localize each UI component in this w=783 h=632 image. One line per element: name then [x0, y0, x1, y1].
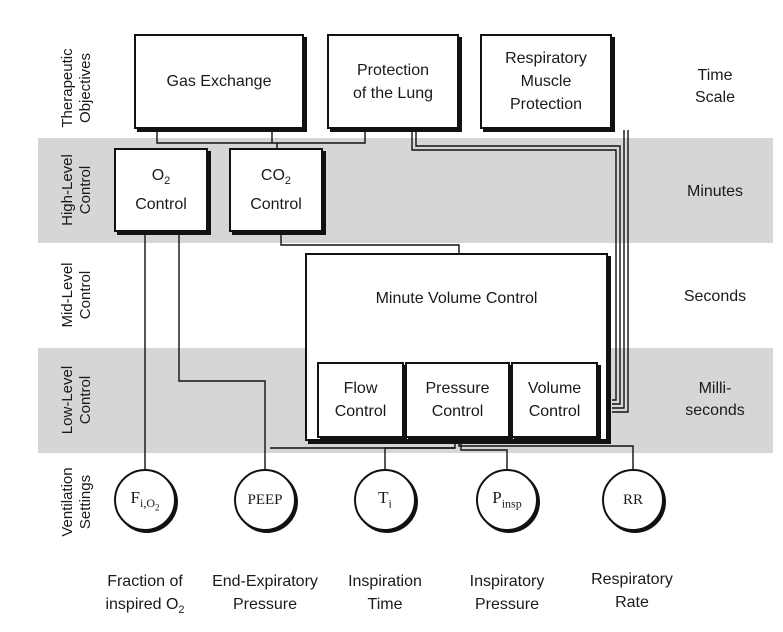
- fio2-symbol: Fi,O2: [131, 488, 160, 513]
- symbol-sub: insp: [501, 496, 522, 511]
- box-label: Minute Volume Control: [375, 290, 538, 307]
- time-scale-line: seconds: [685, 402, 745, 419]
- peep-caption: End-Expiratory Pressure: [205, 570, 325, 616]
- box-label: Gas Exchange: [166, 73, 272, 90]
- box-label-sub: 2: [164, 175, 171, 188]
- caption-line: Inspiratory: [469, 573, 545, 590]
- volume-control-box: Volume Control: [511, 362, 598, 438]
- time-scale-line: Seconds: [683, 288, 747, 305]
- caption-line: Pressure: [474, 596, 540, 613]
- box-label: Control: [334, 403, 387, 420]
- symbol-base: T: [378, 488, 389, 508]
- box-label: Muscle: [520, 73, 572, 90]
- gas-exchange-box: Gas Exchange: [134, 34, 304, 129]
- row-label-text: Therapeutic Objectives: [59, 48, 94, 128]
- symbol-subsub: 2: [154, 502, 160, 513]
- time-scale-line: Time: [697, 67, 733, 84]
- pinsp-caption: Inspiratory Pressure: [447, 570, 567, 616]
- box-label: Control: [431, 403, 484, 420]
- symbol-base: F: [130, 487, 140, 507]
- row-label-mid-level: Mid-Level Control: [55, 240, 99, 350]
- co2-control-title: CO2: [250, 164, 302, 193]
- caption-line: Pressure: [232, 596, 298, 613]
- fio2-caption: Fraction of inspired O2: [85, 570, 205, 622]
- symbol-sub: i: [388, 496, 392, 511]
- time-scale-milliseconds: Milli- seconds: [670, 378, 760, 422]
- flow-control-box: Flow Control: [317, 362, 404, 438]
- row-label-text: High-Level Control: [59, 154, 94, 226]
- box-label: Control: [528, 403, 581, 420]
- box-label: Control: [250, 196, 302, 214]
- box-label: Protection: [356, 61, 430, 79]
- box-label: Volume: [527, 380, 582, 397]
- caption-line: Time: [367, 596, 403, 613]
- time-scale-minutes: Minutes: [670, 181, 760, 203]
- caption-line: Inspiration: [348, 573, 422, 590]
- row-label-ventilation-settings: Ventilation Settings: [55, 447, 99, 557]
- box-label: Respiratory: [505, 50, 587, 67]
- box-label: Control: [135, 196, 187, 214]
- pinsp-symbol: Pinsp: [492, 488, 521, 511]
- muscle-protection-box: Respiratory Muscle Protection: [480, 34, 612, 129]
- box-label: CO: [260, 166, 285, 184]
- ti-setting-node: Ti: [354, 469, 416, 531]
- box-label: Flow: [343, 380, 378, 397]
- row-label-high-level: High-Level Control: [55, 135, 99, 245]
- ti-caption: Inspiration Time: [325, 570, 445, 616]
- symbol-base: RR: [622, 491, 643, 508]
- box-label: Protection: [509, 96, 583, 113]
- symbol-base: P: [492, 488, 502, 508]
- caption-line: inspired O2: [85, 593, 205, 622]
- lung-protection-box: Protection of the Lung: [327, 34, 459, 129]
- caption-sub: 2: [178, 604, 185, 617]
- o2-control-title: O2: [135, 164, 187, 193]
- caption-text: inspired O: [105, 596, 179, 613]
- symbol-base: PEEP: [247, 491, 283, 508]
- box-label: of the Lung: [352, 84, 434, 102]
- box-label: Pressure: [425, 380, 490, 397]
- o2-control-box: O2 Control: [114, 148, 208, 232]
- row-label-therapeutic-objectives: Therapeutic Objectives: [55, 33, 99, 143]
- co2-control-box: CO2 Control: [229, 148, 323, 232]
- rr-caption: Respiratory Rate: [572, 568, 692, 614]
- time-scale-seconds: Seconds: [670, 286, 760, 308]
- rr-setting-node: RR: [602, 469, 664, 531]
- ti-symbol: Ti: [378, 488, 392, 511]
- time-scale-line: Milli-: [698, 380, 732, 397]
- caption-line: Fraction of: [107, 573, 183, 590]
- row-label-low-level: Low-Level Control: [55, 345, 99, 455]
- caption-line: Rate: [615, 594, 649, 611]
- row-label-text: Ventilation Settings: [59, 467, 94, 537]
- box-label-sub: 2: [284, 175, 292, 188]
- row-label-text: Mid-Level Control: [59, 262, 94, 328]
- time-scale-line: Minutes: [686, 183, 744, 200]
- caption-line: End-Expiratory: [212, 573, 318, 590]
- pressure-control-box: Pressure Control: [405, 362, 510, 438]
- pinsp-setting-node: Pinsp: [476, 469, 538, 531]
- row-label-text: Low-Level Control: [59, 365, 94, 435]
- symbol-sub: i,O: [139, 496, 155, 510]
- box-label: O: [151, 166, 165, 184]
- peep-setting-node: PEEP: [234, 469, 296, 531]
- time-scale-line: Scale: [694, 89, 736, 106]
- caption-line: Respiratory: [591, 571, 673, 588]
- fio2-setting-node: Fi,O2: [114, 469, 176, 531]
- time-scale-header: Time Scale: [670, 65, 760, 109]
